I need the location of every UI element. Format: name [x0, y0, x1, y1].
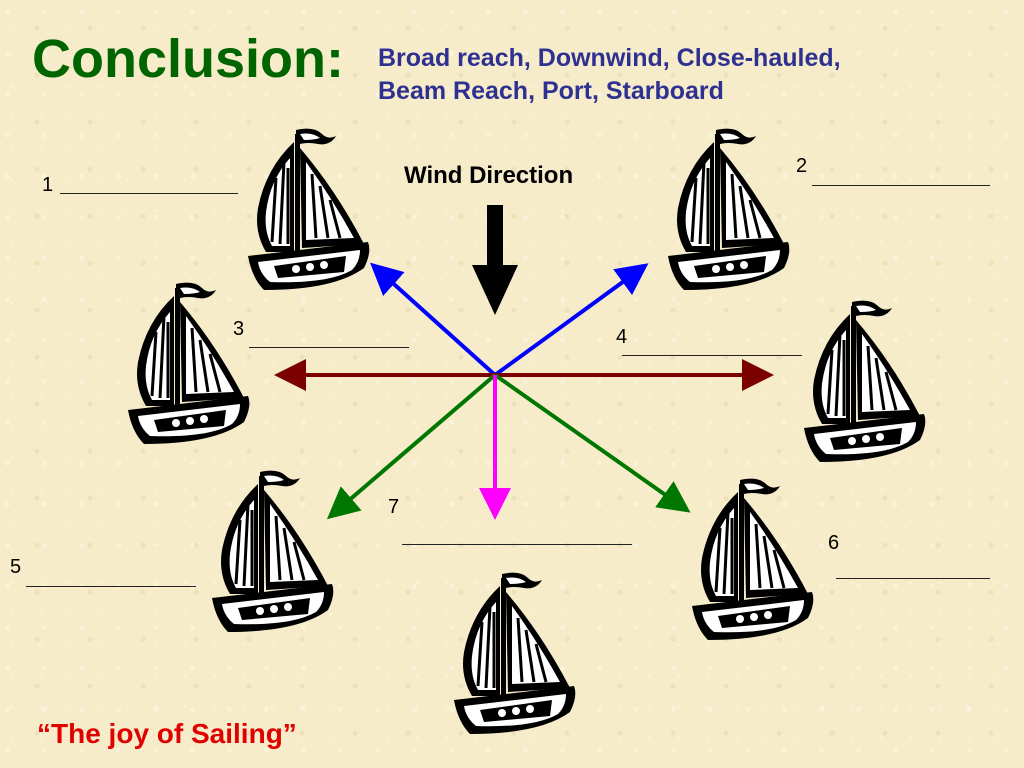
- sailboat-icon: [244, 128, 374, 298]
- sailboat-icon: [124, 282, 254, 452]
- label-5: 5: [10, 556, 22, 578]
- label-6: 6: [828, 532, 840, 554]
- sailboat-icon: [800, 300, 930, 470]
- terms-line-1: Broad reach, Downwind, Close-hauled,: [378, 44, 841, 72]
- page-title: Conclusion:: [32, 29, 344, 89]
- answer-blank-1: [60, 193, 238, 194]
- arrow-broad-reach-right: [493, 373, 691, 513]
- answer-blank-5: [26, 586, 196, 587]
- answer-blank-3: [249, 347, 409, 348]
- answer-blank-4: [622, 355, 802, 356]
- label-3: 3: [233, 318, 245, 340]
- quote-text: “The joy of Sailing”: [37, 718, 297, 749]
- sailboat-icon: [664, 128, 794, 298]
- sailboat-icon: [450, 572, 580, 742]
- arrow-broad-reach-left: [326, 373, 497, 520]
- sailboat-icon: [208, 470, 338, 640]
- arrow-close-hauled-right: [493, 263, 649, 377]
- label-2: 2: [796, 155, 808, 177]
- wind-direction-label: Wind Direction: [404, 162, 574, 189]
- answer-blank-2: [812, 185, 990, 186]
- terms-list: Broad reach, Downwind, Close-hauled, Bea…: [378, 42, 938, 107]
- terms-line-2: Beam Reach, Port, Starboard: [378, 76, 724, 105]
- arrow-close-hauled-left: [370, 262, 497, 377]
- label-1: 1: [42, 174, 54, 196]
- answer-blank-6: [836, 578, 990, 579]
- label-4: 4: [616, 326, 628, 348]
- answer-blank-7: [402, 544, 632, 545]
- wind-arrow-icon: [472, 205, 518, 315]
- sailboat-icon: [688, 478, 818, 648]
- label-7: 7: [388, 496, 400, 518]
